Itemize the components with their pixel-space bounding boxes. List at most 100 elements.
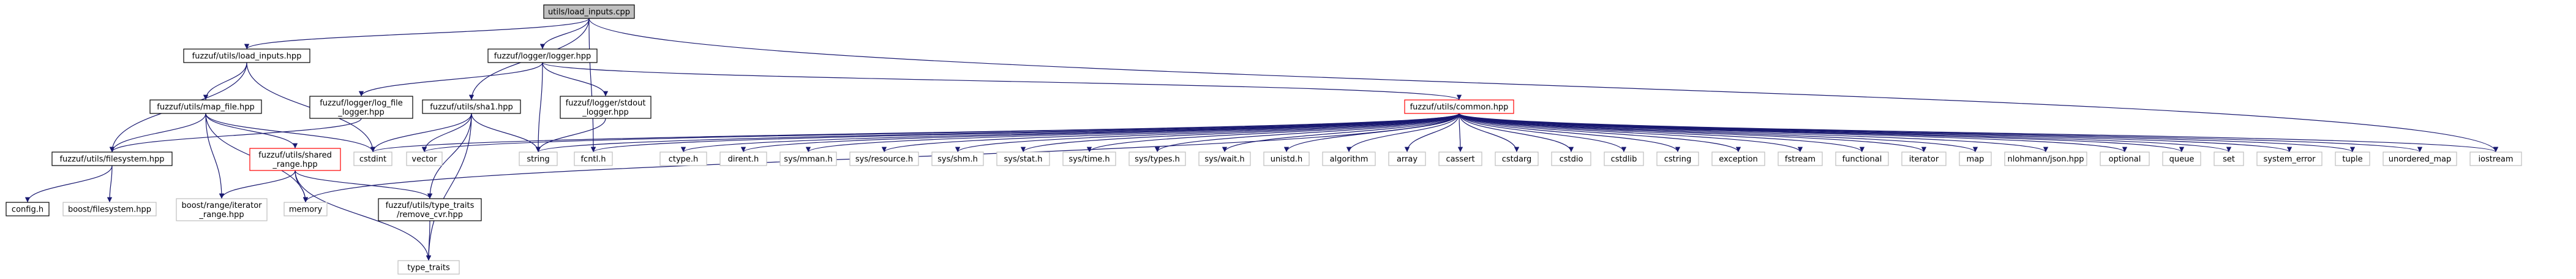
edge-common-hpp-to-sys-stat-h [1020, 113, 1460, 153]
edge-common-hpp-to-cassert [1457, 113, 1463, 153]
node-label-sys-stat-h: sys/stat.h [1004, 155, 1043, 164]
node-label-boost-iterator-range-hpp: _range.hpp [198, 210, 244, 220]
node-label-sys-types-h: sys/types.h [1135, 155, 1180, 164]
node-cstdarg: cstdarg [1495, 151, 1539, 166]
node-type-traits: type_traits [397, 260, 460, 275]
node-box-boost-iterator-range-hpp [176, 198, 268, 221]
node-label-tuple: tuple [2342, 155, 2362, 164]
node-box-logger-hpp [487, 48, 598, 63]
edge-common-hpp-to-fcntl-h [591, 113, 1460, 153]
node-label-cstdint: cstdint [359, 155, 386, 164]
node-box-config-h [6, 202, 50, 216]
edge-common-hpp-to-vector [422, 113, 1460, 153]
edge-common-hpp-to-set [1459, 113, 2231, 153]
node-label-string: string [527, 155, 549, 164]
node-type-traits-remove-cvr-hpp[interactable]: fuzzuf/utils/type_traits/remove_cvr.hpp [378, 198, 482, 221]
node-cstdlib: cstdlib [1604, 151, 1644, 166]
node-label-filesystem-hpp: fuzzuf/utils/filesystem.hpp [59, 155, 164, 164]
node-memory: memory [284, 202, 328, 216]
node-nlohmann-json: nlohmann/json.hpp [2004, 151, 2087, 166]
node-sys-wait-h: sys/wait.h [1198, 151, 1251, 166]
edge-common-hpp-to-sys-mman-h [806, 113, 1460, 153]
node-label-fstream: fstream [1785, 155, 1816, 164]
edge-logger-hpp-to-common-hpp [542, 62, 1462, 101]
node-shared-range-hpp[interactable]: fuzzuf/utils/shared_range.hpp [249, 148, 341, 171]
node-map-file-hpp[interactable]: fuzzuf/utils/map_file.hpp [149, 99, 262, 114]
node-box-sys-resource-h [849, 151, 919, 166]
node-logger-hpp[interactable]: fuzzuf/logger/logger.hpp [487, 48, 598, 63]
edge-load-inputs-cpp-to-iostream [588, 18, 2498, 153]
node-load-inputs-hpp[interactable]: fuzzuf/utils/load_inputs.hpp [183, 48, 310, 63]
edge-load-inputs-cpp-to-fcntl-h [588, 18, 596, 153]
node-box-exception [1711, 151, 1765, 166]
node-box-cstdlib [1604, 151, 1644, 166]
edge-map-file-hpp-to-filesystem-hpp [109, 113, 206, 153]
node-config-h[interactable]: config.h [6, 202, 50, 216]
edge-common-hpp-to-sys-resource-h [882, 113, 1460, 153]
node-label-sys-mman-h: sys/mman.h [784, 155, 833, 164]
node-stdout-logger-hpp[interactable]: fuzzuf/logger/stdout_logger.hpp [560, 96, 652, 119]
node-ctype-h: ctype.h [659, 151, 707, 166]
node-box-stdout-logger-hpp [560, 96, 652, 119]
node-box-cstdarg [1495, 151, 1539, 166]
node-box-system-error [2256, 151, 2323, 166]
node-array: array [1388, 151, 1426, 166]
node-filesystem-hpp[interactable]: fuzzuf/utils/filesystem.hpp [51, 151, 173, 166]
node-boost-iterator-range-hpp: boost/range/iterator_range.hpp [176, 198, 268, 221]
node-box-iostream [2469, 151, 2522, 166]
node-box-vector [406, 151, 443, 166]
node-label-iostream: iostream [2478, 155, 2513, 164]
node-box-sys-stat-h [996, 151, 1050, 166]
node-label-array: array [1397, 155, 1418, 164]
edge-load-inputs-cpp-to-load-inputs-hpp [244, 18, 590, 50]
node-log-file-logger-hpp[interactable]: fuzzuf/logger/log_file_logger.hpp [309, 96, 413, 119]
node-iostream: iostream [2469, 151, 2522, 166]
node-box-iterator [1901, 151, 1947, 166]
node-sys-resource-h: sys/resource.h [849, 151, 919, 166]
edge-common-hpp-to-functional [1459, 113, 1865, 153]
node-vector: vector [406, 151, 443, 166]
node-box-tuple [2335, 151, 2370, 166]
node-string: string [519, 151, 558, 166]
node-label-iterator: iterator [1909, 155, 1939, 164]
node-box-sys-wait-h [1198, 151, 1251, 166]
edge-stdout-logger-hpp-to-string [535, 118, 606, 153]
node-label-config-h: config.h [12, 205, 43, 215]
node-label-unordered-map: unordered_map [2389, 155, 2452, 164]
node-cstring: cstring [1656, 151, 1699, 166]
node-label-load-inputs-cpp: utils/load_inputs.cpp [548, 8, 630, 17]
edge-common-hpp-to-system-error [1459, 113, 2292, 153]
node-sha1-hpp[interactable]: fuzzuf/utils/sha1.hpp [422, 99, 521, 114]
node-box-common-hpp [1404, 99, 1514, 114]
node-label-functional: functional [1842, 155, 1882, 164]
node-box-filesystem-hpp [51, 151, 173, 166]
node-map: map [1959, 151, 1992, 166]
node-label-sha1-hpp: fuzzuf/utils/sha1.hpp [430, 103, 513, 112]
node-box-fstream [1778, 151, 1823, 166]
node-load-inputs-cpp[interactable]: utils/load_inputs.cpp [543, 4, 635, 19]
node-boost-filesystem-hpp: boost/filesystem.hpp [62, 202, 157, 216]
node-label-cstdio: cstdio [1560, 155, 1583, 164]
edge-common-hpp-to-sys-types-h [1154, 113, 1460, 153]
edge-sha1-hpp-to-type-traits-remove-cvr-hpp [427, 113, 472, 199]
node-sys-time-h: sys/time.h [1062, 151, 1116, 166]
edge-map-file-hpp-to-boost-iterator-range-hpp [205, 113, 225, 199]
node-label-ctype-h: ctype.h [669, 155, 699, 164]
node-label-type-traits: type_traits [407, 264, 450, 273]
node-box-shared-range-hpp [249, 148, 341, 171]
node-label-boost-filesystem-hpp: boost/filesystem.hpp [68, 205, 151, 215]
node-common-hpp[interactable]: fuzzuf/utils/common.hpp [1404, 99, 1514, 114]
node-label-load-inputs-hpp: fuzzuf/utils/load_inputs.hpp [192, 52, 302, 61]
node-box-optional [2100, 151, 2150, 166]
edge-logger-hpp-to-string [535, 62, 543, 153]
edge-log-file-logger-hpp-to-filesystem-hpp [109, 118, 362, 153]
edge-map-file-hpp-to-shared-range-hpp [205, 113, 298, 149]
edge-shared-range-hpp-to-type-traits [295, 170, 432, 261]
edge-common-hpp-to-cstdlib [1459, 113, 1627, 153]
edge-logger-hpp-to-stdout-logger-hpp [542, 62, 609, 97]
node-system-error: system_error [2256, 151, 2323, 166]
edge-shared-range-hpp-to-boost-iterator-range-hpp [219, 170, 296, 199]
node-label-type-traits-remove-cvr-hpp: /remove_cvr.hpp [397, 210, 463, 220]
node-box-fcntl-h [574, 151, 613, 166]
edge-common-hpp-to-algorithm [1346, 113, 1460, 153]
